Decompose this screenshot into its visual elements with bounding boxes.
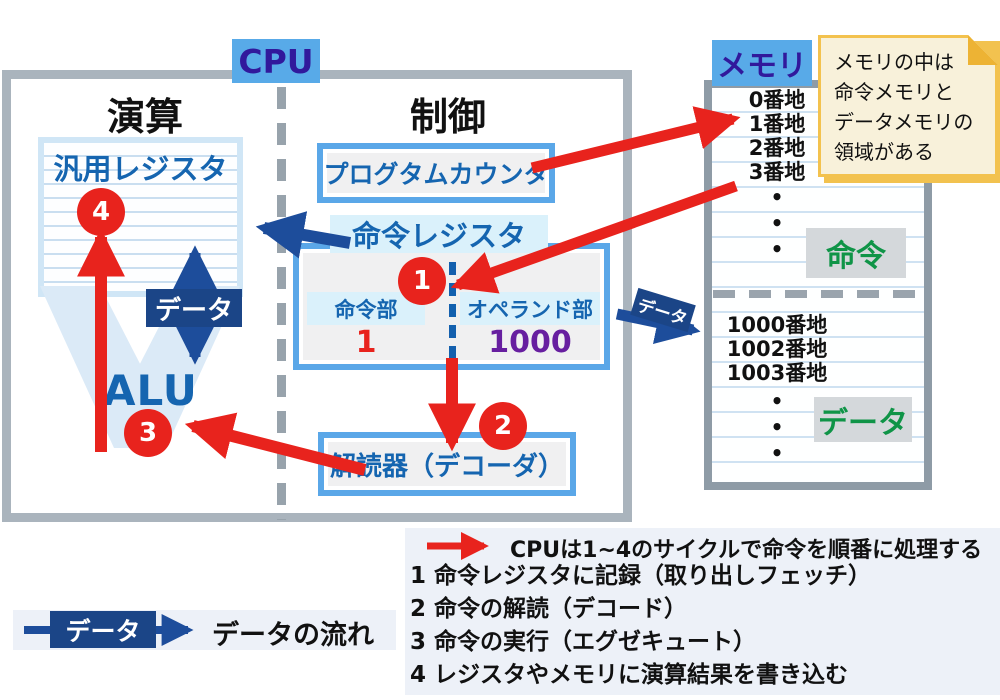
instruction-register-divider xyxy=(449,262,456,366)
legend-data-label: データ xyxy=(50,611,156,648)
dot: • xyxy=(770,415,784,439)
memory-instruction-addresses: 0番地 1番地 2番地 3番地 xyxy=(712,88,842,184)
general-register-box: 汎用レジスタ xyxy=(38,137,243,297)
memory-data-region-label: データ xyxy=(814,397,912,442)
cycle-step-list: 1 命令レジスタに記録（取り出しフェッチ） 2 命令の解読（デコード） 3 命令… xyxy=(410,560,995,692)
cycle-step-badge-2: 2 xyxy=(479,402,527,450)
memory-address: 1002番地 xyxy=(726,337,828,361)
dot: • xyxy=(770,441,784,465)
alu-label: ALU xyxy=(103,366,198,415)
memory-address: 2番地 xyxy=(748,136,806,160)
cycle-description-panel xyxy=(405,528,1000,695)
opcode-value: 1 xyxy=(355,325,377,360)
cpu-title-badge: CPU xyxy=(232,39,320,83)
cycle-step-badge-1: 1 xyxy=(398,257,446,305)
operand-value: 1000 xyxy=(488,325,572,360)
memory-address: 1003番地 xyxy=(726,361,828,385)
cpu-section-divider xyxy=(277,87,286,520)
operand-label: オペランド部 xyxy=(460,292,600,325)
program-counter-box: プログタムカウンタ xyxy=(317,143,555,203)
memory-region-separator xyxy=(713,290,923,298)
section-title-control: 制御 xyxy=(409,95,486,139)
general-register-title: 汎用レジスタ xyxy=(53,152,228,186)
instruction-register-title: 命令レジスタ xyxy=(330,215,548,253)
note-line: 命令メモリと xyxy=(834,80,954,104)
cycle-step-badge-4: 4 xyxy=(77,188,125,236)
dot: • xyxy=(770,389,784,413)
cycle-step: 2 命令の解読（デコード） xyxy=(410,596,688,622)
memory-address: 3番地 xyxy=(748,160,806,184)
memory-address: 1000番地 xyxy=(726,313,828,337)
memory-instruction-region-label: 命令 xyxy=(806,228,906,278)
dot: • xyxy=(770,211,784,235)
note-line: 領域がある xyxy=(834,140,934,164)
cycle-step: 3 命令の実行（エグゼキュート） xyxy=(410,629,757,655)
note-line: メモリの中は xyxy=(834,50,954,74)
decoder-box: 解読器（デコーダ） xyxy=(318,432,576,496)
cycle-step-badge-3: 3 xyxy=(124,409,172,457)
section-title-arithmetic: 演算 xyxy=(106,95,183,139)
memory-address: 0番地 xyxy=(748,88,806,112)
cycle-description-title: CPUは1~4のサイクルで命令を順番に処理する xyxy=(510,538,983,563)
cycle-step: 4 レジスタやメモリに演算結果を書き込む xyxy=(410,662,849,688)
dot: • xyxy=(770,185,784,209)
data-flow-legend-text: データの流れ xyxy=(212,620,374,651)
data-label-memory-bus: データ xyxy=(630,287,696,333)
dot: • xyxy=(770,237,784,261)
memory-data-addresses: 1000番地 1002番地 1003番地 xyxy=(712,313,842,385)
memory-address: 1番地 xyxy=(748,112,806,136)
note-line: データメモリの xyxy=(834,110,974,134)
memory-ellipsis-top: • • • xyxy=(712,184,842,262)
memory-ellipsis-bottom: • • • xyxy=(712,388,842,466)
memory-title-badge: メモリ xyxy=(712,40,812,86)
cycle-step: 1 命令レジスタに記録（取り出しフェッチ） xyxy=(410,563,872,589)
data-label-register-alu: データ xyxy=(146,289,242,327)
